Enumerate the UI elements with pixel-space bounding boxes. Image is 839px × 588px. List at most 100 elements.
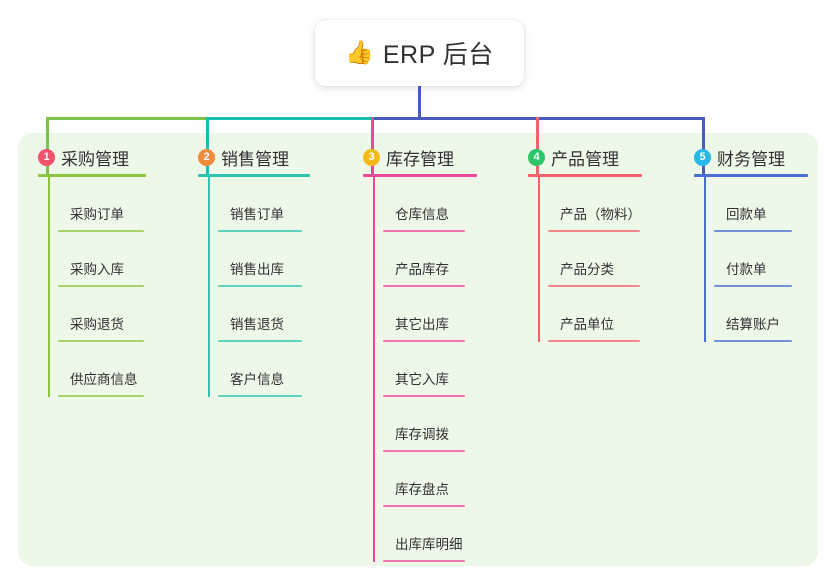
branch-item-rule bbox=[383, 285, 465, 287]
branch-item[interactable]: 客户信息 bbox=[218, 342, 310, 397]
branch-item-label: 销售订单 bbox=[230, 207, 284, 222]
branch-item-rule bbox=[58, 285, 144, 287]
bus-segment-1 bbox=[46, 117, 209, 120]
branch-header-rule bbox=[198, 174, 310, 177]
branch-column-5: 5 财务管理回款单付款单结算账户 bbox=[694, 146, 808, 342]
branch-column-2: 2 销售管理销售订单销售出库销售退货客户信息 bbox=[198, 146, 310, 397]
branch-item-label: 仓库信息 bbox=[395, 207, 449, 222]
branch-item-label: 销售出库 bbox=[230, 262, 284, 277]
branch-spine bbox=[538, 177, 540, 342]
branch-item-label: 产品分类 bbox=[560, 262, 614, 277]
branch-header-rule bbox=[38, 174, 146, 177]
branch-item[interactable]: 其它入库 bbox=[383, 342, 477, 397]
branch-item[interactable]: 付款单 bbox=[714, 232, 808, 287]
branch-spine bbox=[704, 177, 706, 342]
branch-spine bbox=[373, 177, 375, 562]
branch-item[interactable]: 产品单位 bbox=[548, 287, 642, 342]
branch-item-label: 回款单 bbox=[726, 207, 767, 222]
branch-item-rule bbox=[383, 450, 465, 452]
branch-title: 库存管理 bbox=[386, 149, 454, 169]
branch-item-rule bbox=[383, 560, 465, 562]
branch-item[interactable]: 销售订单 bbox=[218, 177, 310, 232]
root-connector-vertical bbox=[418, 86, 421, 119]
branch-title: 产品管理 bbox=[551, 149, 619, 169]
branch-header-rule bbox=[363, 174, 477, 177]
branch-item-rule bbox=[383, 340, 465, 342]
branch-item-rule bbox=[58, 340, 144, 342]
branch-number-badge: 1 bbox=[38, 148, 55, 166]
branch-item-list: 采购订单采购入库采购退货供应商信息 bbox=[48, 177, 146, 397]
branch-item-list: 产品（物料） 产品分类产品单位 bbox=[538, 177, 642, 342]
branch-item[interactable]: 结算账户 bbox=[714, 287, 808, 342]
branch-item[interactable]: 采购退货 bbox=[58, 287, 146, 342]
branch-item-rule bbox=[383, 395, 465, 397]
branch-item-label: 供应商信息 bbox=[70, 372, 138, 387]
branch-title: 财务管理 bbox=[717, 149, 785, 169]
branch-item-rule bbox=[714, 340, 792, 342]
branch-header-4[interactable]: 4 产品管理 bbox=[528, 146, 642, 169]
branch-item-list: 销售订单销售出库销售退货客户信息 bbox=[208, 177, 310, 397]
branch-item-label: 库存调拨 bbox=[395, 427, 449, 442]
branch-item[interactable]: 产品分类 bbox=[548, 232, 642, 287]
branch-number-badge: 3 bbox=[363, 148, 380, 166]
branch-item[interactable]: 采购入库 bbox=[58, 232, 146, 287]
branch-header-rule bbox=[694, 174, 808, 177]
branch-item[interactable]: 销售退货 bbox=[218, 287, 310, 342]
branch-spine bbox=[48, 177, 50, 397]
branch-item[interactable]: 库存调拨 bbox=[383, 397, 477, 452]
branch-item[interactable]: 采购订单 bbox=[58, 177, 146, 232]
root-node-erp-backend[interactable]: 👍 ERP 后台 bbox=[315, 20, 524, 86]
branch-item[interactable]: 其它出库 bbox=[383, 287, 477, 342]
branch-number-badge: 4 bbox=[528, 148, 545, 166]
branch-column-1: 1 采购管理采购订单采购入库采购退货供应商信息 bbox=[38, 146, 146, 397]
branch-item[interactable]: 产品（物料） bbox=[548, 177, 642, 232]
branch-connector-4 bbox=[536, 117, 539, 175]
branch-item-label: 产品库存 bbox=[395, 262, 449, 277]
branch-item-label: 产品单位 bbox=[560, 317, 614, 332]
branch-item-rule bbox=[58, 395, 144, 397]
branch-item-label: 客户信息 bbox=[230, 372, 284, 387]
branch-item[interactable]: 库存盘点 bbox=[383, 452, 477, 507]
branch-header-2[interactable]: 2 销售管理 bbox=[198, 146, 310, 169]
branch-item-rule bbox=[218, 340, 302, 342]
branch-item-rule bbox=[548, 230, 640, 232]
thumbs-up-icon: 👍 bbox=[345, 39, 374, 66]
branch-item[interactable]: 回款单 bbox=[714, 177, 808, 232]
branch-number-badge: 2 bbox=[198, 148, 215, 166]
branch-item-rule bbox=[218, 230, 302, 232]
branch-connector-2 bbox=[206, 117, 209, 175]
branch-item[interactable]: 供应商信息 bbox=[58, 342, 146, 397]
branch-item-rule bbox=[383, 230, 465, 232]
branch-item-rule bbox=[548, 285, 640, 287]
branch-item-rule bbox=[714, 230, 792, 232]
branch-item-label: 其它出库 bbox=[395, 317, 449, 332]
branch-item[interactable]: 出库库明细 bbox=[383, 507, 477, 562]
branch-item-label: 销售退货 bbox=[230, 317, 284, 332]
branch-item-label: 库存盘点 bbox=[395, 482, 449, 497]
branch-header-rule bbox=[528, 174, 642, 177]
branch-item-label: 结算账户 bbox=[726, 317, 780, 332]
branch-number-badge: 5 bbox=[694, 148, 711, 166]
branch-item-rule bbox=[218, 285, 302, 287]
branch-connector-5 bbox=[702, 117, 705, 175]
branch-item-rule bbox=[218, 395, 302, 397]
branch-item[interactable]: 销售出库 bbox=[218, 232, 310, 287]
branch-title: 销售管理 bbox=[221, 149, 289, 169]
branch-item[interactable]: 仓库信息 bbox=[383, 177, 477, 232]
branch-title: 采购管理 bbox=[61, 149, 129, 169]
branch-header-3[interactable]: 3 库存管理 bbox=[363, 146, 477, 169]
branch-item[interactable]: 产品库存 bbox=[383, 232, 477, 287]
branch-header-1[interactable]: 1 采购管理 bbox=[38, 146, 146, 169]
branch-header-5[interactable]: 5 财务管理 bbox=[694, 146, 808, 169]
branch-item-rule bbox=[383, 505, 465, 507]
branch-item-list: 仓库信息产品库存其它出库其它入库库存调拨库存盘点出库库明细 bbox=[373, 177, 477, 562]
branch-item-list: 回款单付款单结算账户 bbox=[704, 177, 808, 342]
bus-segment-2 bbox=[206, 117, 374, 120]
root-node-content: 👍 ERP 后台 bbox=[345, 35, 494, 71]
branch-connector-3 bbox=[371, 117, 374, 175]
branch-spine bbox=[208, 177, 210, 397]
branch-item-label: 采购退货 bbox=[70, 317, 124, 332]
branch-connector-1 bbox=[46, 117, 49, 175]
branch-item-label: 出库库明细 bbox=[395, 537, 463, 552]
